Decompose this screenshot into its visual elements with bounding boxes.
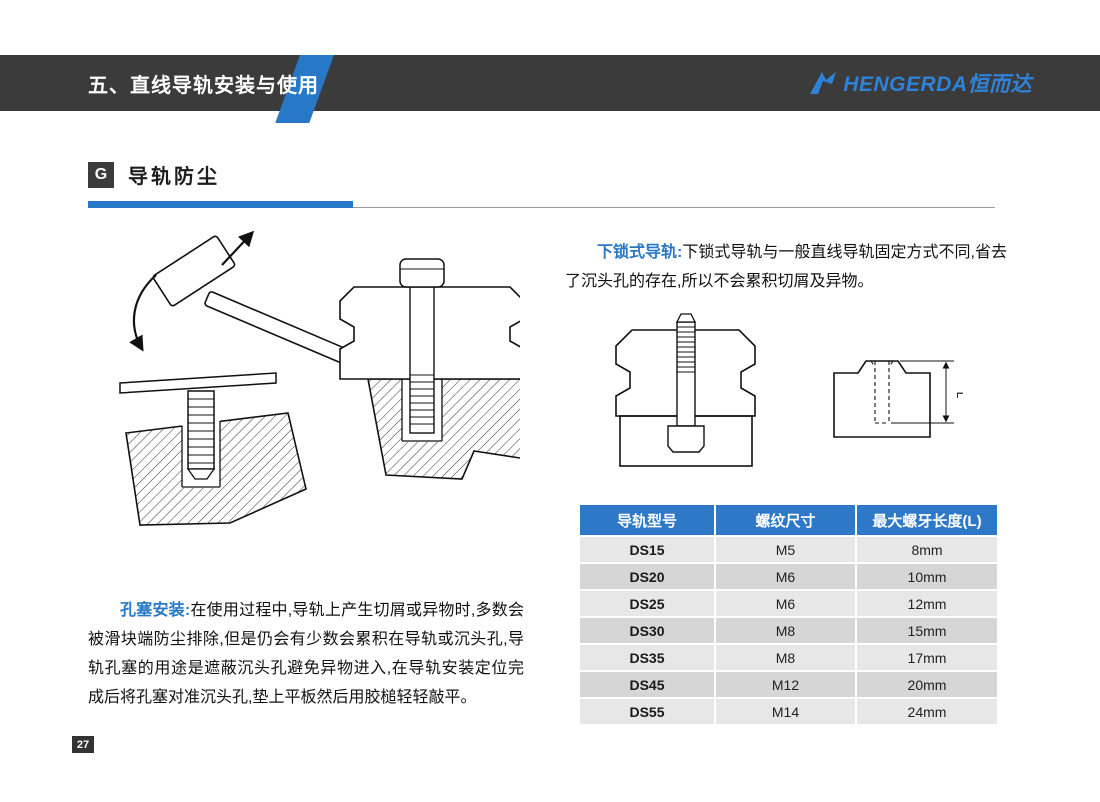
table-cell: M6 (716, 591, 855, 616)
thread-depth-side-view-diagram: L (833, 360, 963, 438)
rail-block-hatched (125, 412, 307, 526)
table-header-cell: 螺纹尺寸 (716, 505, 855, 535)
plug-hammer-illustration (119, 230, 520, 526)
table-row: DS35 M8 17mm (580, 645, 997, 670)
table-cell: DS45 (580, 672, 714, 697)
dimension-label: L (954, 392, 963, 399)
page-title: 五、直线导轨安装与使用 (88, 74, 319, 97)
table-cell: DS55 (580, 699, 714, 724)
table-cell: 20mm (857, 672, 997, 697)
table-cell: M8 (716, 618, 855, 643)
table-cell: M12 (716, 672, 855, 697)
hole-plug (119, 372, 277, 480)
table-header-row: 导轨型号 螺纹尺寸 最大螺牙长度(L) (580, 505, 997, 535)
table-cell: 17mm (857, 645, 997, 670)
table-cell: DS25 (580, 591, 714, 616)
section-rule-line (88, 207, 995, 208)
table-cell: DS15 (580, 537, 714, 562)
table-row: DS30 M8 15mm (580, 618, 997, 643)
brand-logo-icon (810, 72, 837, 94)
bottom-lock-paragraph: 下锁式导轨:下锁式导轨与一般直线导轨固定方式不同,省去了沉头孔的存在,所以不会累… (565, 238, 1007, 296)
swing-arc-arrow (129, 274, 157, 352)
section-underline (88, 201, 995, 208)
tap-direction-arrow (221, 230, 255, 266)
table-cell: M8 (716, 645, 855, 670)
tapped-hole-hidden-lines (870, 360, 894, 424)
table-row: DS20 M6 10mm (580, 564, 997, 589)
plug-install-lead: 孔塞安装: (120, 602, 191, 619)
bottom-lock-lead: 下锁式导轨: (597, 244, 683, 261)
table-cell: M6 (716, 564, 855, 589)
table-row: DS55 M14 24mm (580, 699, 997, 724)
page-number: 27 (72, 736, 94, 753)
screw-head (667, 425, 705, 453)
table-row: DS45 M12 20mm (580, 672, 997, 697)
table-cell: 24mm (857, 699, 997, 724)
hammer-icon (129, 230, 356, 367)
section-heading: G 导轨防尘 (88, 160, 995, 208)
table-header-cell: 最大螺牙长度(L) (857, 505, 997, 535)
plug-install-paragraph: 孔塞安装:在使用过程中,导轨上产生切屑或异物时,多数会被滑块端防尘排除,但是仍会… (88, 596, 524, 712)
section-rule-accent (88, 201, 353, 208)
table-cell: 15mm (857, 618, 997, 643)
table-cell: 8mm (857, 537, 997, 562)
dimension-lines (891, 360, 954, 424)
thread-size-table: 导轨型号 螺纹尺寸 最大螺牙长度(L) DS15 M5 8mm DS20 M6 … (580, 505, 997, 724)
header-band: 五、直线导轨安装与使用 HENGERDA恒而达 (0, 55, 1100, 123)
table-cell: DS30 (580, 618, 714, 643)
bottom-lock-text: 下锁式导轨与一般直线导轨固定方式不同,省去了沉头孔的存在,所以不会累积切屑及异物… (565, 244, 1007, 290)
table-header-cell: 导轨型号 (580, 505, 714, 535)
brand-logo-text: HENGERDA恒而达 (843, 73, 1032, 96)
brand-logo: HENGERDA恒而达 (808, 55, 1032, 111)
table-cell: 12mm (857, 591, 997, 616)
table-cell: 10mm (857, 564, 997, 589)
table-row: DS25 M6 12mm (580, 591, 997, 616)
table-cell: DS35 (580, 645, 714, 670)
section-title: 导轨防尘 (128, 166, 220, 188)
section-marker: G (88, 161, 114, 188)
plug-install-text: 在使用过程中,导轨上产生切屑或异物时,多数会被滑块端防尘排除,但是仍会有少数会累… (88, 602, 524, 706)
table-row: DS15 M5 8mm (580, 537, 997, 562)
rail-screw-illustration (339, 258, 520, 480)
table-cell: M14 (716, 699, 855, 724)
table-cell: DS20 (580, 564, 714, 589)
bottom-lock-front-view-diagram (615, 313, 756, 467)
table-cell: M5 (716, 537, 855, 562)
